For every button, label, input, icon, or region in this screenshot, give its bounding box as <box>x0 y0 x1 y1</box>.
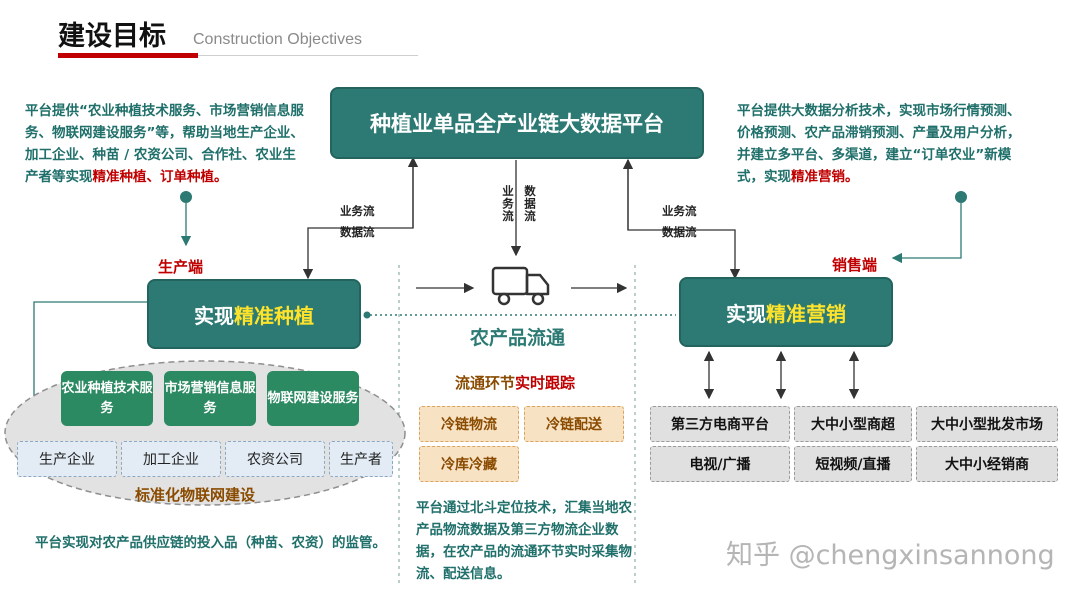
platform-title: 种植业单品全产业链大数据平台 <box>370 112 664 136</box>
flow-biz-left: 业务流 <box>340 204 375 218</box>
sales-channel: 大中小型商超 <box>794 406 912 442</box>
truck-icon <box>491 266 550 306</box>
note-right-top-highlight: 精准营销。 <box>791 169 859 185</box>
flow-data-right: 数据流 <box>662 225 697 239</box>
note-right-top: 平台提供大数据分析技术，实现市场行情预测、价格预测、农产品滞销预测、产量及用户分… <box>737 100 1022 188</box>
sales-channel: 大中小型批发市场 <box>916 406 1058 442</box>
entity-item: 农资公司 <box>225 441 325 477</box>
flow-data-vertical: 数据流 <box>523 185 537 223</box>
page-subtitle: Construction Objectives <box>193 31 362 48</box>
note-bottom-center: 平台通过北斗定位技术，汇集当地农产品物流数据及第三方物流企业数据，在农产品的流通… <box>416 500 632 582</box>
precision-planting-highlight: 精准种植 <box>234 303 314 328</box>
entity-item: 生产者 <box>329 441 393 477</box>
service-card: 市场营销信息服务 <box>164 371 256 426</box>
cold-item: 冷库冷藏 <box>419 446 519 482</box>
cold-item: 冷链物流 <box>419 406 519 442</box>
precision-planting-prefix: 实现 <box>194 303 234 328</box>
entity-item: 加工企业 <box>121 441 221 477</box>
note-left-top: 平台提供“农业种植技术服务、市场营销信息服务、物联网建设服务”等，帮助当地生产企… <box>25 100 305 188</box>
precision-planting-box: 实现精准种植 <box>147 279 361 349</box>
sales-channel: 短视频/直播 <box>794 446 912 482</box>
note-right-top-text: 平台提供大数据分析技术，实现市场行情预测、价格预测、农产品滞销预测、产量及用户分… <box>737 103 1021 185</box>
precision-marketing-highlight: 精准营销 <box>766 301 846 326</box>
cold-item: 冷链配送 <box>524 406 624 442</box>
tracking-label: 流通环节实时跟踪 <box>455 372 575 393</box>
flow-data-left: 数据流 <box>340 225 375 239</box>
note-bottom-left: 平台实现对农产品供应链的投入品（种苗、农资）的监管。 <box>35 535 386 551</box>
sales-channel: 第三方电商平台 <box>650 406 790 442</box>
entity-item: 生产企业 <box>17 441 117 477</box>
platform-box: 种植业单品全产业链大数据平台 <box>330 87 704 159</box>
note-left-top-highlight: 精准种植、订单种植。 <box>92 169 228 185</box>
watermark: 知乎 @chengxinsannong <box>726 540 1055 571</box>
flow-line-right <box>627 160 741 280</box>
sales-channel: 电视/广播 <box>650 446 790 482</box>
title-underline <box>198 55 418 56</box>
precision-marketing-box: 实现精准营销 <box>679 277 893 347</box>
iot-footer-label: 标准化物联网建设 <box>135 486 256 504</box>
flow-biz-vertical: 业务流 <box>501 185 515 223</box>
sales-side-label: 销售端 <box>832 256 878 274</box>
service-card: 物联网建设服务 <box>267 371 359 426</box>
circulation-label: 农产品流通 <box>470 327 566 349</box>
tracking-highlight: 实时跟踪 <box>515 374 576 392</box>
title-underline-accent <box>58 53 198 58</box>
tracking-prefix: 流通环节 <box>455 374 516 392</box>
flow-biz-right: 业务流 <box>662 204 697 218</box>
production-side-label: 生产端 <box>158 258 204 276</box>
precision-marketing-prefix: 实现 <box>726 301 766 326</box>
note-left-top-text: 平台提供“农业种植技术服务、市场营销信息服务、物联网建设服务”等，帮助当地生产企… <box>25 103 304 185</box>
page-title: 建设目标 <box>58 21 166 52</box>
service-card: 农业种植技术服务 <box>61 371 153 426</box>
sales-channel: 大中小经销商 <box>916 446 1058 482</box>
